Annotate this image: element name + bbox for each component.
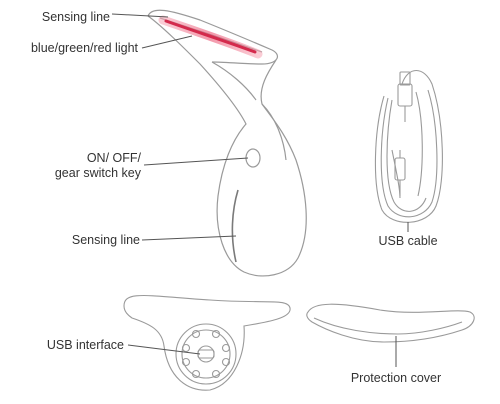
protection-cover	[306, 303, 475, 343]
body-seam	[261, 103, 287, 161]
leader-sensing-top	[111, 13, 169, 18]
usb-cable	[374, 69, 443, 223]
connector-disk-outer	[175, 323, 237, 385]
label-usb-cable: USB cable	[378, 234, 437, 248]
label-light: blue/green/red light	[31, 41, 139, 55]
micro-plug-head	[394, 157, 406, 181]
leader-usb-interface	[127, 344, 201, 355]
device-outline	[147, 15, 307, 277]
label-protection-cover: Protection cover	[351, 371, 441, 385]
label-switch-line1: ON/ OFF/	[87, 151, 142, 165]
usb-port	[197, 349, 215, 359]
leader-lines	[111, 13, 409, 367]
switch-key	[245, 148, 261, 168]
label-usb-interface: USB interface	[47, 338, 124, 352]
head-bottom-view	[123, 295, 291, 391]
usb-plug-head	[397, 83, 413, 107]
device-head	[147, 9, 279, 65]
label-switch-line2: gear switch key	[55, 166, 142, 180]
label-sensing-line-body: Sensing line	[72, 233, 140, 247]
connector-disk-inner	[181, 329, 231, 379]
neck-seam	[211, 61, 257, 101]
leader-sensing-body	[141, 235, 237, 241]
usb-plug-metal	[399, 71, 411, 86]
light-strip-core	[164, 19, 257, 54]
label-sensing-line-top: Sensing line	[42, 10, 110, 24]
body-sensing-strip	[231, 189, 239, 263]
leader-light	[141, 35, 193, 49]
leader-switch	[143, 157, 249, 166]
